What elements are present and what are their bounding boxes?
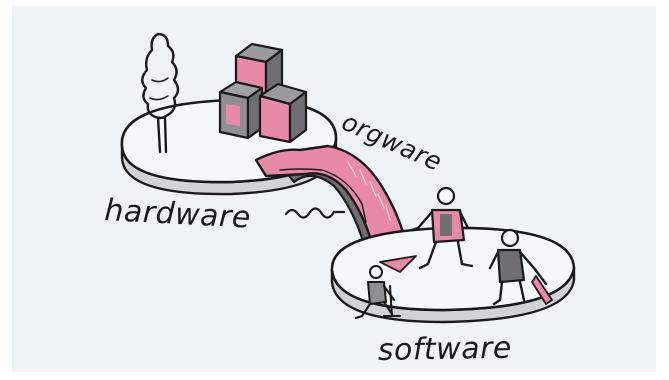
label-hardware: hardware	[104, 193, 252, 236]
ribbon-top	[254, 144, 406, 246]
tree	[141, 32, 180, 154]
person-left-head	[369, 265, 383, 279]
tree-crown	[141, 32, 180, 120]
person-left	[354, 265, 401, 320]
person-left-body	[367, 281, 387, 305]
disc-ribbon-landing	[379, 255, 417, 273]
cube-left	[218, 80, 264, 140]
person-center	[410, 186, 474, 270]
cube-right	[258, 82, 308, 144]
person-right-body	[496, 248, 526, 284]
ribbon-inner	[279, 168, 367, 223]
cube-stack	[218, 42, 308, 144]
tree-crown-detail	[149, 77, 169, 101]
ribbon-hatch	[347, 161, 391, 221]
tree-trunk	[156, 116, 168, 154]
seat	[383, 285, 401, 317]
person-right	[488, 228, 553, 306]
person-right-head	[500, 228, 520, 248]
person-center-limbs	[410, 210, 474, 270]
person-center-head	[436, 186, 456, 206]
person-right-limbs	[488, 250, 548, 306]
hardware-squiggle	[284, 207, 346, 219]
person-left-limbs	[354, 284, 396, 320]
label-software: software	[378, 331, 513, 368]
person-right-tool	[531, 275, 553, 305]
sketch-panel	[12, 6, 656, 372]
